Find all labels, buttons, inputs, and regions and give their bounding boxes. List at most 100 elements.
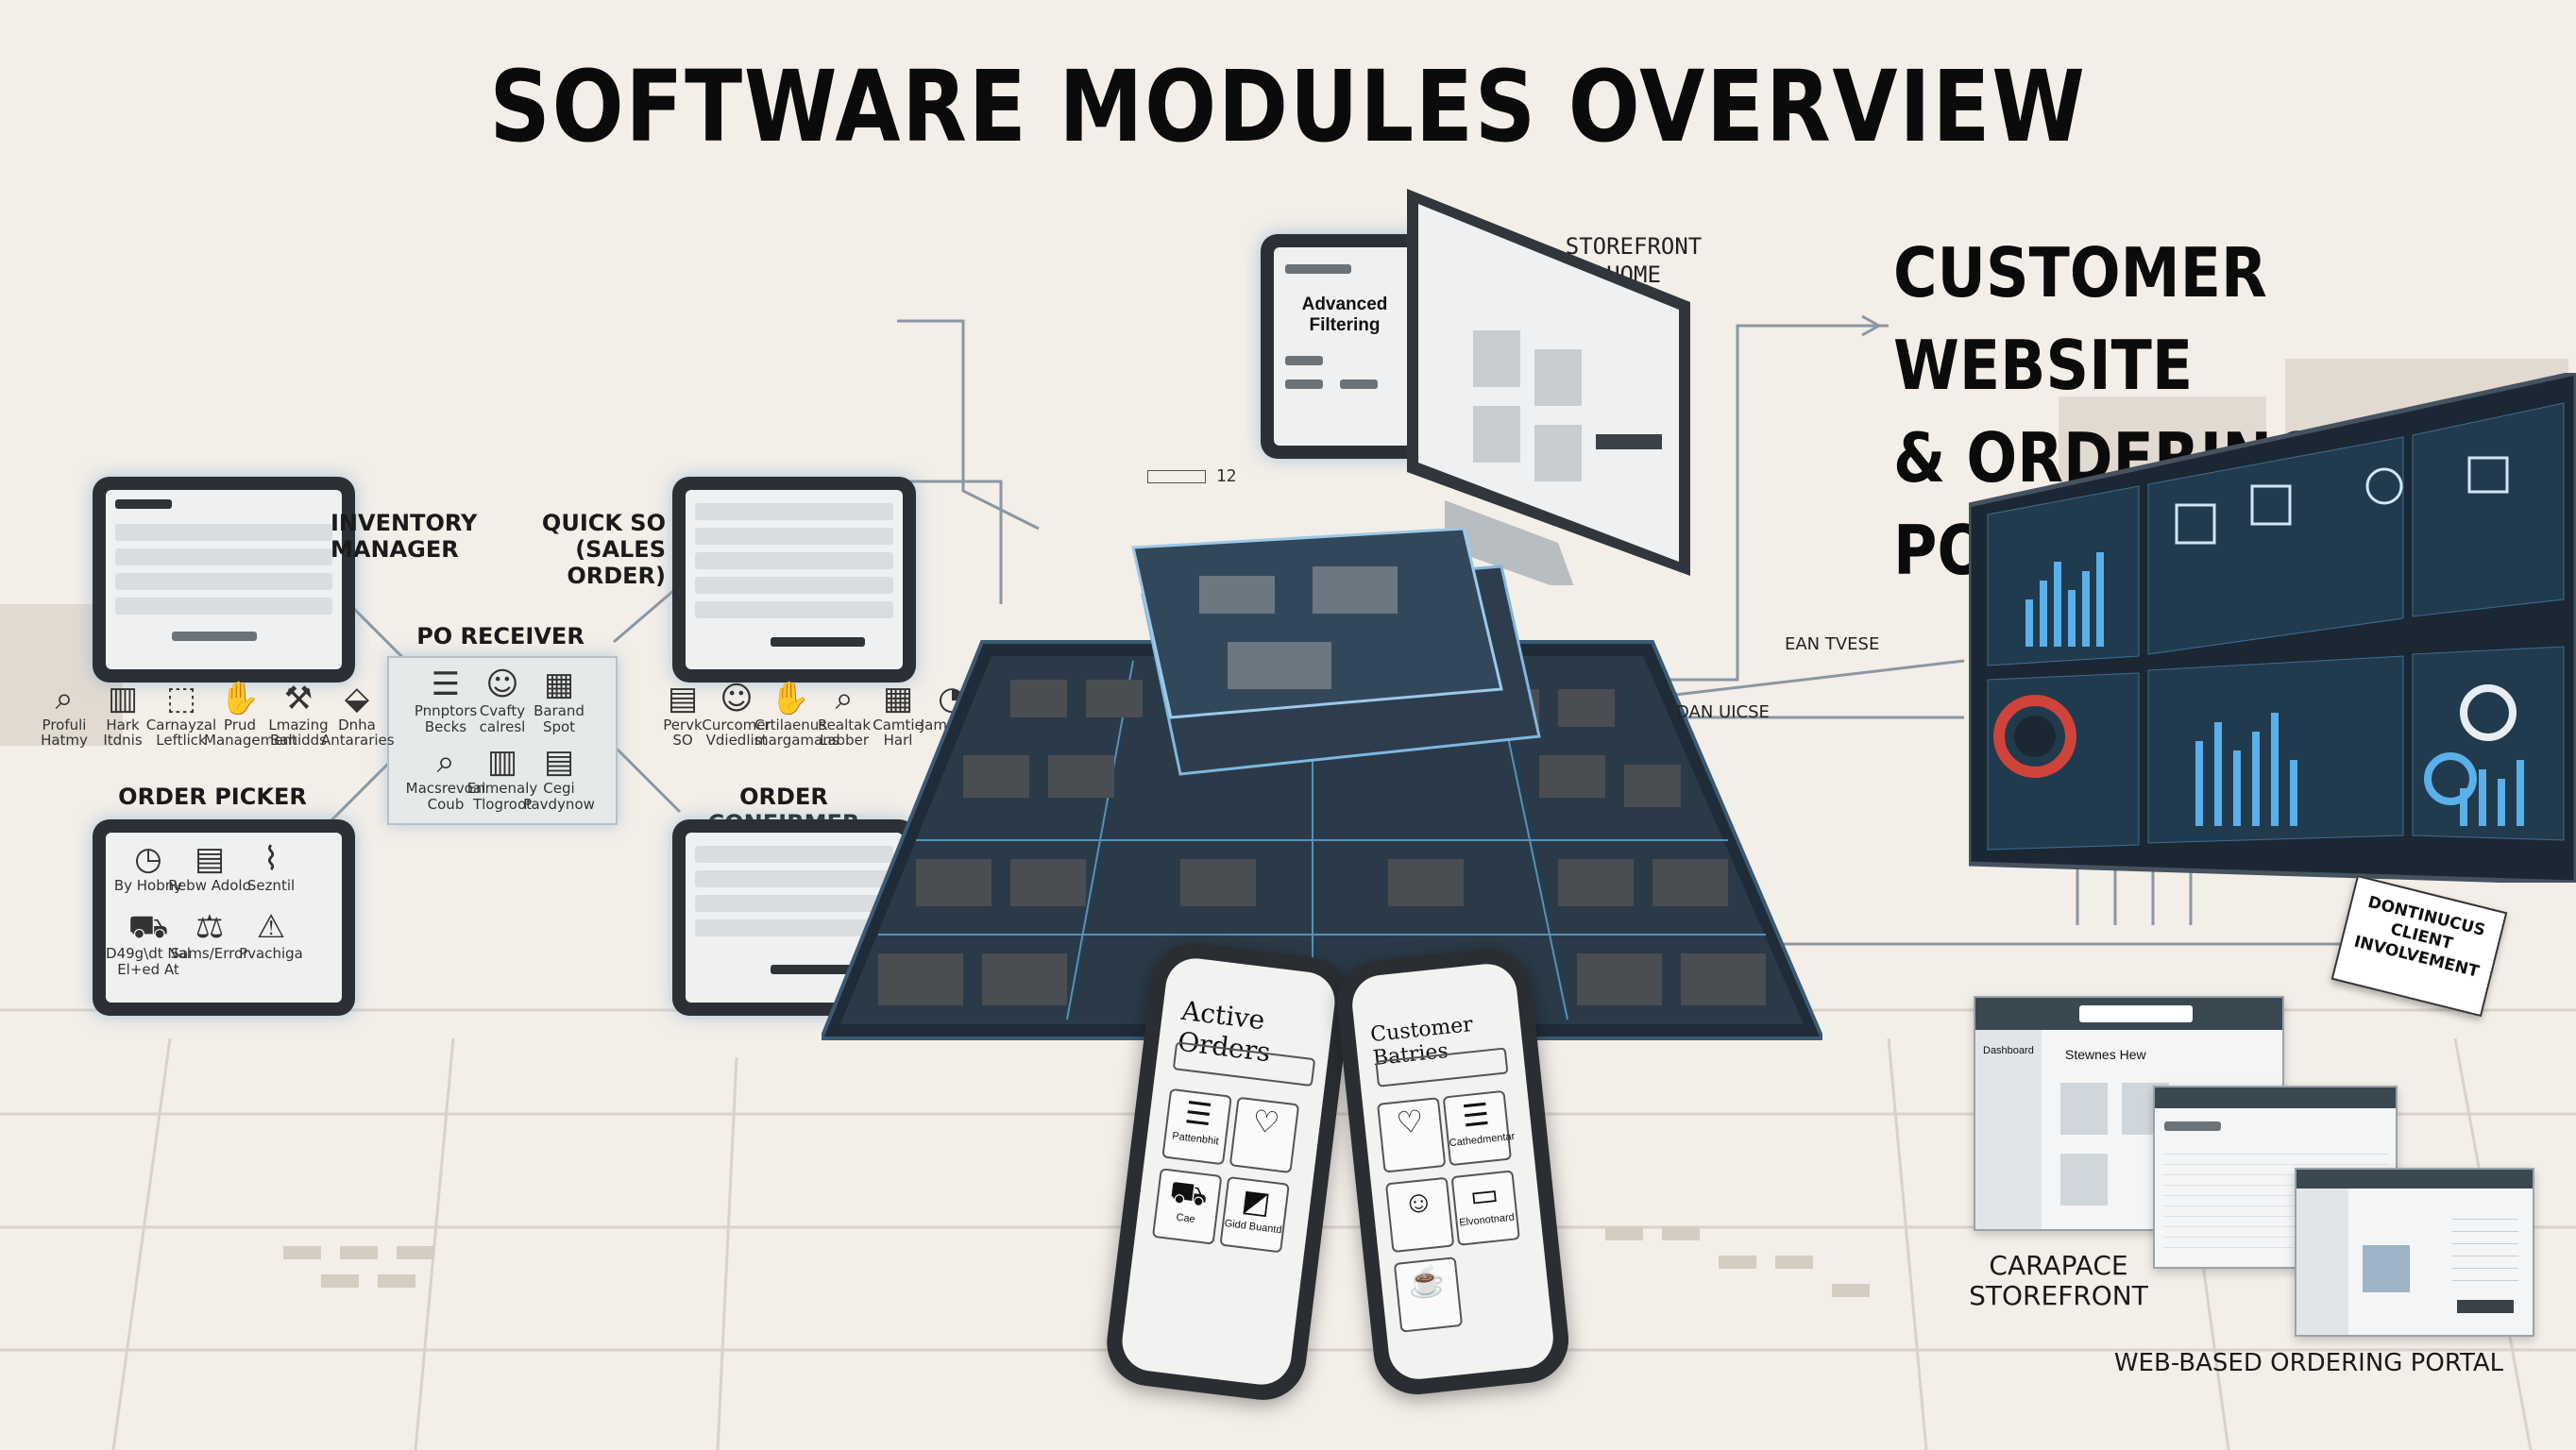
left-icon-row-item[interactable]: ⬚Carnayzal Leftlick bbox=[145, 680, 217, 748]
po-receiver-grid-item[interactable]: ▥Enmenaly Tlogroot bbox=[455, 743, 550, 813]
phone-right-tiles-tile[interactable]: ☺ bbox=[1384, 1176, 1455, 1254]
tag-icon: ⬙ bbox=[344, 680, 370, 717]
phone-right-tiles-tile[interactable]: ☰Cathedmentar bbox=[1442, 1089, 1516, 1167]
analytics-dashboard bbox=[1969, 373, 2576, 883]
phone-left-tiles-tile[interactable]: ◩Gidd Buantd bbox=[1219, 1175, 1290, 1254]
right-icon-row-item[interactable]: ▦Camtie Harl bbox=[862, 680, 934, 748]
po-receiver-grid-label: Barand Spot bbox=[534, 702, 585, 735]
person-icon: ☺ bbox=[1401, 1183, 1436, 1221]
list-icon: ☰ bbox=[1182, 1095, 1214, 1133]
storefront-tablet-screen: Advanced Filtering bbox=[1274, 247, 1415, 446]
dan-uicse-label: DAN UICSE bbox=[1676, 702, 1770, 722]
bar-chart-icon: ▥ bbox=[486, 743, 518, 781]
customer-website-line1: CUSTOMER WEBSITE bbox=[1893, 233, 2267, 405]
document-icon: ▤ bbox=[194, 840, 226, 878]
left-icon-row-label: Dnha Antararies bbox=[321, 717, 395, 749]
cart-icon: ⛟ bbox=[1167, 1173, 1211, 1213]
search-icon: ⌕ bbox=[835, 680, 854, 717]
hand-icon: ✋ bbox=[219, 680, 261, 717]
order-picker-grid-item[interactable]: ◷By Hobny bbox=[106, 840, 195, 894]
storefront-home-label: STOREFRONT HOME bbox=[1565, 233, 1703, 288]
left-icon-row-label: Profuli Hatmy bbox=[41, 717, 88, 749]
cart-icon: ⛟ bbox=[127, 908, 169, 946]
inventory-manager-tablet bbox=[93, 477, 355, 683]
storefront-tablet: Advanced Filtering bbox=[1261, 234, 1429, 459]
person-icon: ☺ bbox=[720, 680, 754, 717]
order-picker-grid-item[interactable]: ⚖Sams/Error bbox=[162, 908, 257, 962]
po-receiver-grid-label: Macsrevoal Coub bbox=[405, 780, 486, 813]
left-icon-row-item[interactable]: ⬙Dnha Antararies bbox=[321, 680, 395, 749]
right-icon-row-item[interactable]: ▤Pervk SO bbox=[647, 680, 719, 748]
po-receiver-grid-item[interactable]: ☰Pnnptors Becks bbox=[398, 666, 493, 735]
left-icon-row-label: Lmazing Bahidds bbox=[268, 717, 329, 749]
left-icon-row-item[interactable]: ⌕Profuli Hatmy bbox=[28, 680, 100, 748]
po-receiver-grid-item[interactable]: ▦Barand Spot bbox=[512, 666, 606, 735]
left-icon-row-item[interactable]: ✋Prud Management bbox=[204, 680, 297, 748]
list-icon: ☰ bbox=[1460, 1096, 1492, 1134]
order-picker-tablet: ◷By Hobny▤Rebw Adolo⌇Sezntil⛟D49g\dt Nal… bbox=[93, 819, 355, 1016]
order-picker-screen: ◷By Hobny▤Rebw Adolo⌇Sezntil⛟D49g\dt Nal… bbox=[106, 833, 342, 1003]
warning-icon: ⚠ bbox=[256, 908, 286, 946]
storefront-dashboard-link[interactable]: Dashboard bbox=[1983, 1045, 2034, 1056]
order-picker-label: ORDER PICKER bbox=[118, 784, 307, 810]
search-icon: ⌕ bbox=[436, 743, 455, 781]
tools-icon: ⚒ bbox=[283, 680, 314, 717]
storefront-sidebar bbox=[1975, 1030, 2042, 1229]
ordering-portal-browser-window bbox=[2295, 1168, 2534, 1337]
po-receiver-grid-item[interactable]: ▤Cegi Pavdynow bbox=[512, 743, 606, 813]
phone-right-tiles-tile[interactable]: ▭Elvonotnard bbox=[1450, 1170, 1520, 1246]
left-icon-row-label: Carnayzal Leftlick bbox=[145, 717, 217, 749]
order-picker-grid-item[interactable]: ⛟D49g\dt Nal El+ed At bbox=[106, 908, 195, 978]
right-icon-row-label: Crtilaenus margamans bbox=[754, 717, 839, 749]
order-picker-grid-label: Rebw Adolo bbox=[168, 877, 251, 894]
barcode-icon: ▦ bbox=[543, 666, 575, 703]
order-picker-grid-label: Sezntil bbox=[246, 877, 296, 894]
chart-icon: ◩ bbox=[1240, 1183, 1273, 1221]
heart-icon: ♡ bbox=[1250, 1103, 1282, 1141]
po-receiver-grid-label: Enmenaly Tlogroot bbox=[466, 780, 538, 813]
left-icon-row-label: Hark Itdnis bbox=[103, 717, 143, 749]
po-receiver-grid-item[interactable]: ☺Cvafty calresl bbox=[455, 666, 550, 735]
right-icon-row-item[interactable]: ✋Crtilaenus margamans bbox=[754, 680, 839, 748]
order-picker-grid-item[interactable]: ▤Rebw Adolo bbox=[162, 840, 257, 894]
monitor-icon: ▭ bbox=[1467, 1176, 1500, 1214]
heart-icon: ♡ bbox=[1395, 1104, 1426, 1140]
phone-active-orders-screen: Active Orders ☰Pattenbhit♡⛟Cae◩Gidd Buan… bbox=[1118, 954, 1339, 1389]
list-icon: ☰ bbox=[431, 666, 461, 703]
left-icon-row-item[interactable]: ▥Hark Itdnis bbox=[87, 680, 159, 748]
person-icon: ☺ bbox=[485, 666, 519, 703]
search-icon: ⌕ bbox=[55, 680, 74, 717]
right-icon-row: ▤Pervk SO☺Curcomer Vdiedlist✋Crtilaenus … bbox=[647, 680, 983, 755]
po-receiver-grid-label: Cvafty calresl bbox=[479, 702, 526, 735]
ordering-portal-browser-header bbox=[2296, 1170, 2533, 1189]
advanced-filtering-heading: Advanced Filtering bbox=[1301, 295, 1388, 335]
phone-right-tiles-tile[interactable]: ☕ bbox=[1393, 1256, 1464, 1333]
right-icon-row-label: Camtie Harl bbox=[873, 717, 924, 749]
storefront-search bbox=[2079, 1005, 2193, 1022]
phone-left-tiles-tile[interactable]: ⛟Cae bbox=[1151, 1168, 1223, 1245]
clock-icon: ◷ bbox=[134, 840, 162, 878]
clipboard-icon: ▤ bbox=[667, 680, 699, 717]
phone-left-tiles-tile[interactable]: ☰Pattenbhit bbox=[1161, 1088, 1232, 1166]
inventory-manager-label: INVENTORY MANAGER bbox=[330, 510, 478, 563]
barcode-icon: ▦ bbox=[882, 680, 914, 717]
left-icon-row: ⌕Profuli Hatmy▥Hark Itdnis⬚Carnayzal Lef… bbox=[28, 680, 395, 755]
tag-12-value: 12 bbox=[1215, 466, 1237, 486]
po-receiver-grid-label: Cegi Pavdynow bbox=[523, 780, 595, 813]
left-icon-row-item[interactable]: ⚒Lmazing Bahidds bbox=[263, 680, 334, 748]
right-icon-row-item[interactable]: ⌕Realtak Labber bbox=[808, 680, 880, 748]
phone-left-tiles-tile[interactable]: ♡ bbox=[1229, 1096, 1300, 1174]
storefront-monitor bbox=[1407, 189, 1690, 585]
order-picker-grid-item[interactable]: ⌇Sezntil bbox=[224, 840, 318, 894]
inventory-manager-screen bbox=[106, 490, 342, 669]
phone-right-tiles-tile[interactable]: ♡ bbox=[1377, 1097, 1447, 1173]
document-icon: ▤ bbox=[543, 743, 575, 781]
po-receiver-grid-item[interactable]: ⌕Macsrevoal Coub bbox=[398, 743, 493, 813]
right-icon-row-item[interactable]: ☺Curcomer Vdiedlist bbox=[701, 680, 772, 748]
ean-tvese-label: EAN TVESE bbox=[1785, 634, 1880, 654]
po-receiver-label: PO RECEIVER bbox=[416, 623, 585, 649]
chart-line-icon: ⌇ bbox=[263, 840, 280, 878]
hand-icon: ✋ bbox=[770, 680, 811, 717]
bar-chart-icon: ▥ bbox=[107, 680, 139, 717]
order-picker-grid-item[interactable]: ⚠Pvachiga bbox=[224, 908, 318, 962]
